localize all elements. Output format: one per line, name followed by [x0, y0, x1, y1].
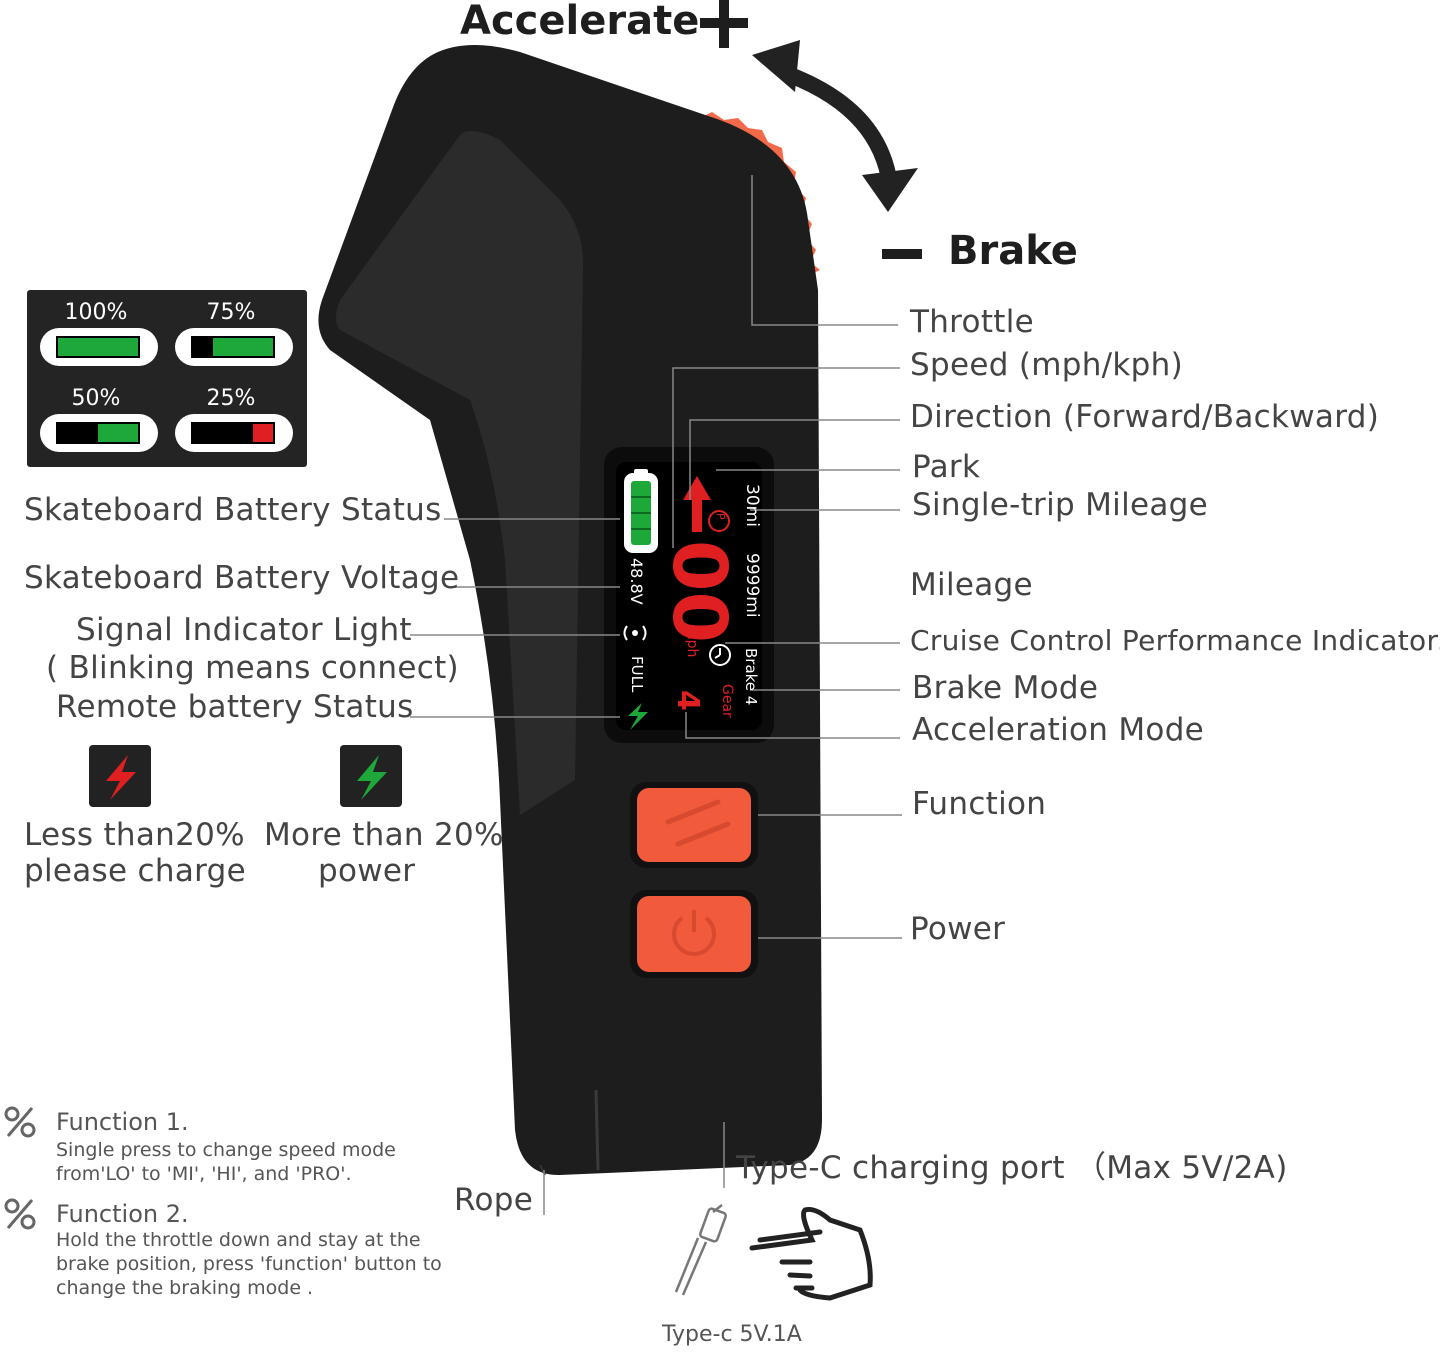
screen-gear-value: 4 [670, 690, 705, 711]
remote-battery-label: Remote battery Status [56, 689, 414, 725]
battery-caption-25: 25% [206, 386, 256, 411]
screen-brake-mode: Brake 4 [742, 648, 760, 706]
screen-remote-battery: FULL [628, 656, 646, 693]
trip-mileage-label: Single-trip Mileage [912, 487, 1209, 523]
function-2-text: Hold the throttle down and stay at the b… [56, 1229, 442, 1299]
function-1-title: Function 1. [56, 1108, 189, 1136]
high-power-line2: power [318, 853, 416, 889]
power-label: Power [910, 911, 1006, 947]
cruise-label: Cruise Control Performance Indicators [910, 624, 1440, 657]
brake-mode-label: Brake Mode [912, 670, 1099, 706]
signal-note: ( Blinking means connect) [46, 650, 459, 686]
battery-caption-100: 100% [64, 300, 128, 325]
battery-level-50 [40, 414, 158, 452]
screen-voltage: 48.8V [627, 558, 646, 605]
function-1-icon [4, 1106, 36, 1138]
battery-level-75 [175, 328, 293, 366]
battery-caption-75: 75% [206, 300, 256, 325]
screen-speed-unit: mph [684, 626, 700, 658]
screen-battery-icon [624, 469, 658, 553]
rope-label: Rope [454, 1182, 534, 1218]
speed-label: Speed (mph/kph) [910, 347, 1183, 383]
cable-caption: Type-c 5V.1A [662, 1322, 802, 1347]
function-2-title: Function 2. [56, 1200, 189, 1228]
mileage-label: Mileage [910, 567, 1033, 603]
remote-charge-icon [628, 703, 648, 730]
screen-gear-label: Gear [719, 684, 735, 718]
brake-label: Brake [948, 228, 1078, 274]
battery-level-100 [40, 328, 158, 366]
leader-lines [410, 175, 902, 1215]
high-power-line1: More than 20% [264, 817, 504, 853]
park-icon [708, 510, 730, 532]
low-power-line2: please charge [24, 853, 246, 889]
battery-caption-50: 50% [71, 386, 121, 411]
usb-cable-icon [674, 1204, 727, 1296]
low-power-line1: Less than20% [24, 817, 245, 853]
acceleration-mode-label: Acceleration Mode [912, 712, 1205, 748]
pointing-hand-icon [749, 1207, 873, 1301]
throttle-direction-arrow [752, 40, 918, 212]
function-label: Function [912, 786, 1047, 822]
battery-status-label: Skateboard Battery Status [24, 492, 442, 528]
battery-level-25 [175, 414, 293, 452]
low-power-icon [89, 745, 151, 807]
function-button[interactable] [630, 782, 758, 868]
power-button[interactable] [630, 890, 758, 978]
plus-icon [700, 0, 748, 48]
function-1-text: Single press to change speed mode from'L… [56, 1139, 396, 1185]
screen-park: P [714, 513, 727, 520]
high-power-icon [340, 745, 402, 807]
signal-icon [623, 625, 647, 641]
throttle-label: Throttle [910, 304, 1035, 340]
accelerate-label: Accelerate [460, 0, 700, 44]
screen-total-mileage: 9999mi [742, 553, 762, 618]
signal-label: Signal Indicator Light [76, 612, 412, 648]
park-label: Park [912, 449, 981, 485]
screen-trip-mileage: 30mi [742, 484, 762, 527]
minus-icon [882, 249, 922, 259]
battery-voltage-label: Skateboard Battery Voltage [24, 560, 460, 596]
function-2-icon [4, 1198, 36, 1230]
charging-port-label: Type-C charging port （Max 5V/2A) [736, 1150, 1288, 1186]
cruise-control-icon [709, 644, 731, 666]
direction-label: Direction (Forward/Backward) [910, 399, 1380, 435]
